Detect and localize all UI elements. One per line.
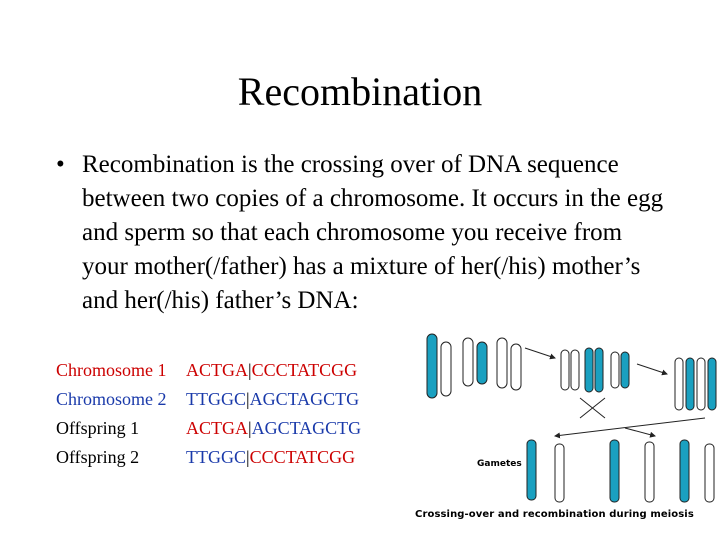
chromatid bbox=[679, 439, 690, 503]
chromatid bbox=[476, 341, 488, 385]
chromatid bbox=[609, 439, 620, 503]
meiosis-diagram bbox=[426, 333, 717, 503]
sequence-part: ACTGA bbox=[186, 360, 248, 380]
sequence-value: TTGGC|CCCTATCGG bbox=[186, 443, 355, 472]
sequence-part: | bbox=[246, 447, 250, 467]
sequence-part: TTGGC bbox=[186, 447, 246, 467]
chromatid bbox=[674, 357, 684, 411]
chromatid bbox=[462, 337, 474, 387]
paired-chromosomes bbox=[560, 347, 630, 393]
arrow bbox=[554, 417, 706, 439]
sequence-label: Chromosome 2 bbox=[56, 389, 167, 409]
chromatid bbox=[426, 333, 438, 399]
arrow bbox=[524, 347, 556, 360]
sequence-value: TTGGC|AGCTAGCTG bbox=[186, 385, 359, 414]
sequence-part: | bbox=[246, 389, 250, 409]
chromatid bbox=[707, 357, 717, 411]
chromatid bbox=[584, 347, 594, 393]
chromatid bbox=[510, 343, 522, 391]
chromatid bbox=[526, 439, 537, 501]
arrow bbox=[636, 363, 668, 376]
meiosis-figure: Gametes Crossing-over and recombination … bbox=[405, 328, 720, 528]
chromatid bbox=[610, 351, 620, 389]
sequence-part: TTGGC bbox=[186, 389, 246, 409]
chromatid bbox=[620, 351, 630, 389]
sequence-part: AGCTAGCTG bbox=[251, 418, 362, 438]
gametes-label: Gametes bbox=[477, 459, 522, 469]
sequence-part: CCCTATCGG bbox=[249, 447, 356, 467]
gamete-chromosomes bbox=[526, 439, 715, 503]
figure-caption: Crossing-over and recombination during m… bbox=[415, 509, 694, 520]
chromatid bbox=[496, 337, 508, 389]
chromatid bbox=[554, 443, 565, 503]
sequence-part: CCCTATCGG bbox=[251, 360, 358, 380]
sequence-part: | bbox=[248, 418, 252, 438]
slide-title: Recombination bbox=[237, 69, 483, 114]
sequence-part: | bbox=[248, 360, 252, 380]
chromatid bbox=[570, 349, 580, 391]
chromatid bbox=[696, 357, 706, 411]
parent-chromosomes bbox=[426, 333, 522, 399]
arrow bbox=[624, 427, 656, 438]
sequence-label: Chromosome 1 bbox=[56, 360, 167, 380]
chromatid bbox=[644, 441, 655, 503]
sequence-value: ACTGA|CCCTATCGG bbox=[186, 356, 357, 385]
sequence-value: ACTGA|AGCTAGCTG bbox=[186, 414, 361, 443]
sequence-label: Offspring 1 bbox=[56, 418, 140, 438]
sequence-part: AGCTAGCTG bbox=[249, 389, 360, 409]
bullet-paragraph: • Recombination is the crossing over of … bbox=[56, 148, 666, 318]
chromatid bbox=[704, 443, 715, 503]
sequence-label: Offspring 2 bbox=[56, 447, 140, 467]
crossover-chromosomes bbox=[674, 357, 717, 411]
sequence-part: ACTGA bbox=[186, 418, 248, 438]
chromatid bbox=[594, 347, 604, 393]
crossover-line bbox=[579, 397, 606, 419]
chromatid bbox=[440, 341, 452, 397]
bullet-text: Recombination is the crossing over of DN… bbox=[82, 151, 664, 314]
chromatid bbox=[685, 357, 695, 411]
chromatid bbox=[560, 349, 570, 391]
bullet-marker: • bbox=[56, 151, 65, 178]
